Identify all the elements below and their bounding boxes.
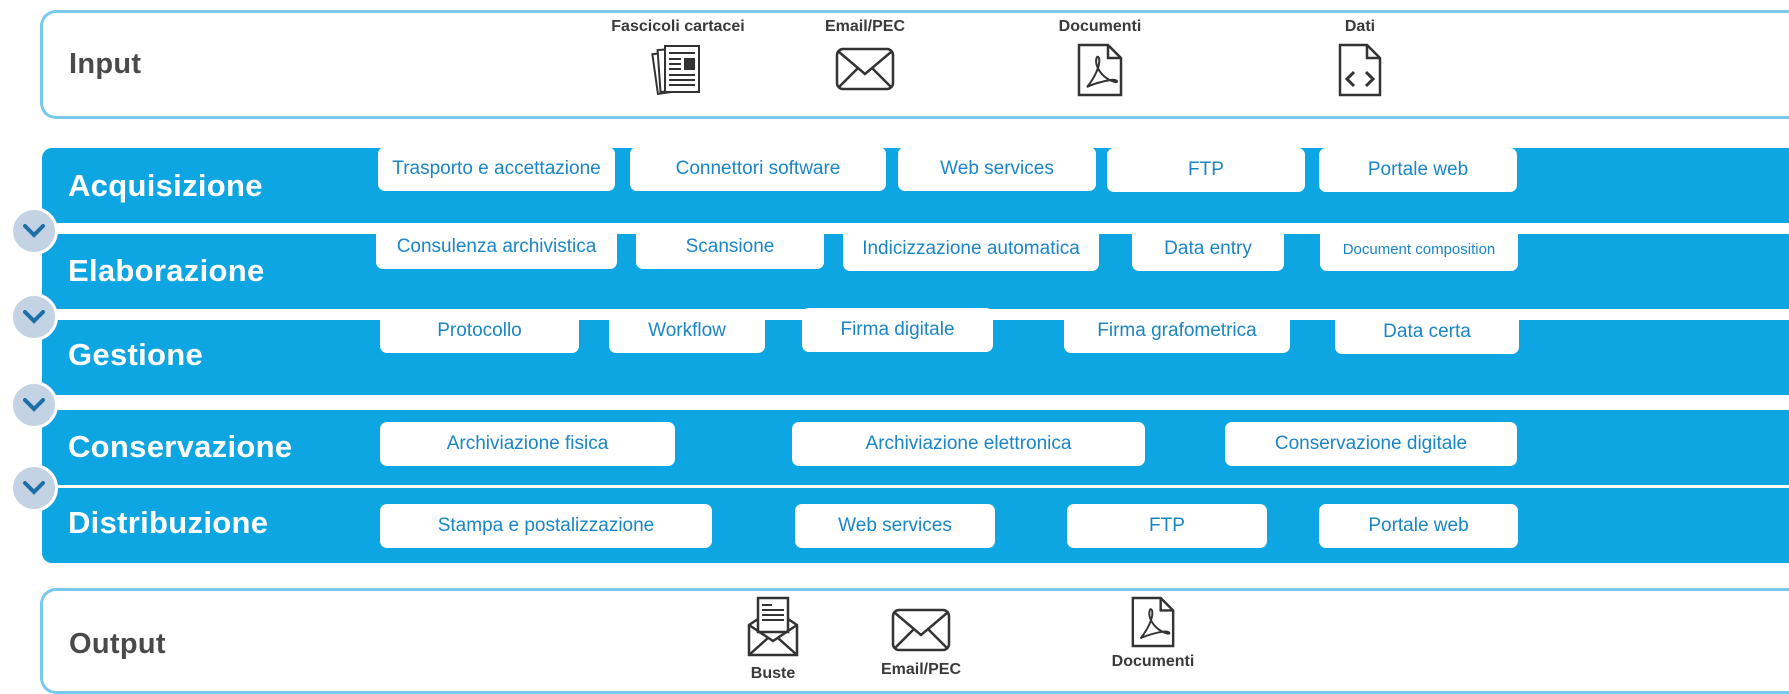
input-item-paper-folders: Fascicoli cartacei — [578, 18, 778, 98]
stage-item[interactable]: Archiviazione elettronica — [792, 422, 1145, 466]
stage-item[interactable]: Data entry — [1132, 227, 1284, 271]
stage-band-distribuzione: Distribuzione Stampa e postalizzazione W… — [42, 488, 1789, 563]
stage-item[interactable]: Web services — [795, 504, 995, 548]
input-panel: Input Fascicoli cartacei Email/PEC Docum… — [40, 10, 1789, 119]
input-title: Input — [69, 48, 142, 80]
stage-item[interactable]: Data certa — [1335, 310, 1519, 354]
pdf-document-icon — [1131, 596, 1175, 648]
output-label: Documenti — [1111, 653, 1195, 670]
stage-item[interactable]: Web services — [898, 147, 1096, 191]
envelope-icon — [891, 608, 951, 652]
stage-item[interactable]: FTP — [1067, 504, 1267, 548]
output-item-envelopes: Buste — [733, 595, 813, 683]
paper-folders-icon — [651, 45, 700, 96]
open-envelope-letter-icon — [747, 596, 799, 657]
input-item-email: Email/PEC — [805, 18, 925, 94]
stage-item[interactable]: Trasporto e accettazione — [378, 147, 615, 191]
pdf-document-icon — [1077, 43, 1123, 97]
stage-item[interactable]: Indicizzazione automatica — [843, 227, 1099, 271]
stage-title: Distribuzione — [68, 505, 269, 540]
chevron-down-icon — [10, 293, 58, 341]
stage-title: Gestione — [68, 337, 204, 372]
chevron-down-icon — [10, 381, 58, 429]
input-label: Email/PEC — [824, 18, 906, 35]
input-label: Fascicoli cartacei — [611, 18, 745, 35]
output-item-email: Email/PEC — [861, 605, 981, 679]
stage-item[interactable]: Portale web — [1319, 148, 1517, 192]
stage-item[interactable]: Conservazione digitale — [1225, 422, 1517, 466]
stage-band-conservazione: Conservazione Archiviazione fisica Archi… — [42, 410, 1789, 485]
stage-item[interactable]: Archiviazione fisica — [380, 422, 675, 466]
stage-item[interactable]: Consulenza archivistica — [376, 225, 617, 269]
stage-item[interactable]: Scansione — [636, 225, 824, 269]
input-label: Documenti — [1058, 18, 1142, 35]
chevron-down-icon — [10, 464, 58, 512]
input-label: Dati — [1344, 18, 1376, 35]
envelope-icon — [835, 47, 895, 91]
code-file-icon — [1338, 43, 1382, 97]
stage-band-acquisizione: Acquisizione Trasporto e accettazione Co… — [42, 147, 1789, 223]
input-item-documents: Documenti — [1040, 18, 1160, 98]
output-item-documents: Documenti — [1093, 593, 1213, 671]
stage-band-gestione: Gestione Protocollo Workflow Firma digit… — [42, 308, 1789, 395]
stage-title: Conservazione — [68, 429, 293, 464]
stage-title: Acquisizione — [68, 168, 263, 203]
stage-band-elaborazione: Elaborazione Consulenza archivistica Sca… — [42, 225, 1789, 309]
output-panel: Output Buste Email/PEC Documenti — [40, 588, 1789, 694]
stage-item[interactable]: Firma digitale — [802, 308, 993, 352]
output-label: Buste — [750, 665, 796, 682]
stage-item[interactable]: Protocollo — [380, 309, 579, 353]
stage-item[interactable]: Firma grafometrica — [1064, 309, 1290, 353]
chevron-down-icon — [10, 207, 58, 255]
stage-item[interactable]: Workflow — [609, 309, 765, 353]
stage-item[interactable]: Stampa e postalizzazione — [380, 504, 712, 548]
output-title: Output — [69, 628, 166, 660]
stage-item[interactable]: Portale web — [1319, 504, 1518, 548]
stage-item[interactable]: Document composition — [1320, 227, 1518, 271]
input-item-data: Dati — [1300, 18, 1420, 98]
output-label: Email/PEC — [880, 661, 962, 678]
stage-item[interactable]: FTP — [1107, 148, 1305, 192]
stage-item[interactable]: Connettori software — [630, 147, 886, 191]
stage-title: Elaborazione — [68, 253, 265, 288]
